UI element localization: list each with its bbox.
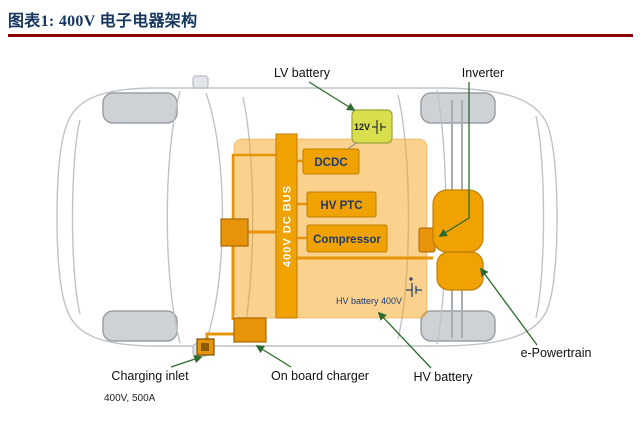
- onboard-charger-box: [233, 317, 267, 343]
- car-body-outline: [56, 87, 558, 347]
- mirror-top-icon: [192, 75, 209, 89]
- hood-line: [166, 90, 181, 344]
- charging-inlet-callout: Charging inlet: [111, 369, 189, 383]
- lv-battery-callout: LV battery: [274, 66, 331, 80]
- dcdc-label: DCDC: [314, 157, 347, 169]
- figure-title: 图表1: 400V 电子电器架构: [8, 13, 198, 30]
- hv-wiring: [205, 153, 433, 340]
- lv-battery-symbol-icon: [372, 120, 386, 134]
- wheel-front-top-icon: [102, 92, 178, 124]
- lv-battery-to-dcdc-wire: [347, 142, 357, 150]
- charging-inlet-port-icon: [201, 343, 209, 351]
- hv-battery-leader-line: [377, 311, 432, 369]
- windshield-line: [205, 92, 224, 342]
- on-board-charger-leader-line: [255, 345, 292, 368]
- front-bumper-line: [71, 119, 81, 315]
- dcdc-box: [302, 148, 360, 175]
- e-powertrain-callout: e-Powertrain: [521, 346, 592, 360]
- wire-junction-up: [231, 153, 277, 219]
- inverter-callout: Inverter: [462, 66, 504, 80]
- lv-battery-leader-line: [308, 81, 356, 111]
- charging-inlet-leader-line: [170, 355, 203, 368]
- lv-battery-icon: 12V: [347, 109, 393, 150]
- compressor-box: [306, 224, 388, 253]
- dc-bus-bar: [275, 133, 298, 319]
- e-powertrain-assembly: [418, 189, 484, 291]
- hv-ptc-box: [306, 191, 377, 218]
- title-rule: [8, 34, 633, 37]
- dc-bus-label: 400V DC BUS: [282, 185, 294, 267]
- hv-battery-callout: HV battery: [413, 370, 473, 384]
- charging-inlet-spec: 400V, 500A: [104, 393, 156, 404]
- wheel-rear-top-icon: [420, 92, 496, 124]
- wheel-front-bottom-icon: [102, 310, 178, 342]
- lv-battery-voltage: 12V: [354, 122, 370, 132]
- inverter-leader-line: [438, 82, 470, 237]
- motor-lower-icon: [436, 251, 484, 291]
- hv-battery-symbol-icon: [406, 277, 422, 297]
- e-powertrain-leader-line: [479, 267, 538, 346]
- hv-ptc-label: HV PTC: [320, 200, 362, 212]
- callout-leaders: [170, 81, 538, 369]
- rear-bumper-line: [535, 115, 545, 319]
- wheel-rear-bottom-icon: [420, 310, 496, 342]
- motor-upper-icon: [432, 189, 484, 253]
- compressor-label: Compressor: [313, 234, 381, 246]
- junction-box: [220, 218, 249, 247]
- wire-obc-to-inlet: [205, 332, 234, 340]
- on-board-charger-callout: On board charger: [271, 369, 369, 383]
- hv-battery-tag: HV battery 400V: [336, 296, 402, 306]
